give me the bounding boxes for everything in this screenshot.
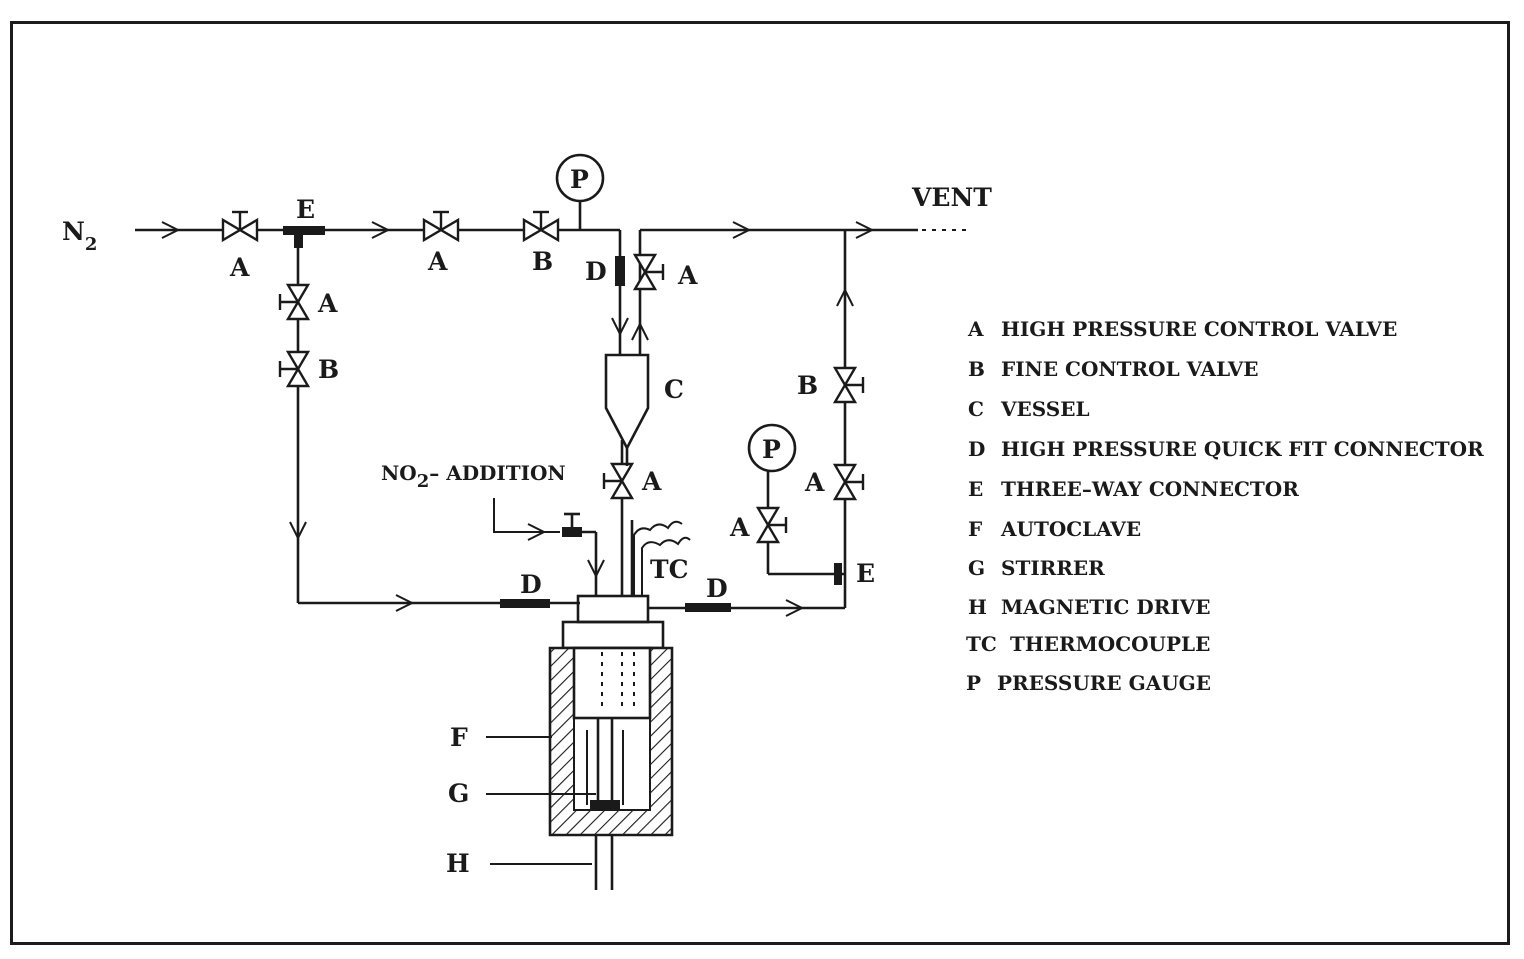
leader-lines <box>486 736 596 865</box>
label-c: C <box>664 375 684 404</box>
legend-code: TC <box>966 632 997 656</box>
flow-arrows <box>161 221 875 617</box>
magnetic-drive-h <box>594 835 614 890</box>
component-labels: N2 VENT A E A B D A A B C B A A A E TC D… <box>62 183 992 878</box>
legend-text: STIRRER <box>1001 556 1105 580</box>
connectors <box>283 226 842 612</box>
label-b: B <box>318 355 339 384</box>
label-a: A <box>729 513 750 542</box>
legend-code: F <box>968 517 982 541</box>
legend-text: MAGNETIC DRIVE <box>1001 595 1210 619</box>
label-a: A <box>804 468 825 497</box>
legend-text: HIGH PRESSURE QUICK FIT CONNECTOR <box>1001 437 1484 461</box>
autoclave-f <box>548 594 674 837</box>
pressure-gauge-right: P <box>747 423 797 473</box>
legend-text: THERMOCOUPLE <box>1010 632 1210 656</box>
legend-code: E <box>968 477 983 501</box>
label-a: A <box>641 467 662 496</box>
legend-code: H <box>968 595 987 619</box>
label-f: F <box>450 723 468 752</box>
label-b: B <box>532 247 553 276</box>
label-e: E <box>856 559 875 588</box>
legend-text: HIGH PRESSURE CONTROL VALVE <box>1001 317 1397 341</box>
label-e: E <box>296 195 315 224</box>
valves <box>221 210 865 544</box>
legend-code: P <box>966 671 981 695</box>
label-d: D <box>706 574 728 603</box>
legend-text: THREE–WAY CONNECTOR <box>1001 477 1299 501</box>
legend-code: B <box>968 357 985 381</box>
gauge-label-p: P <box>762 435 781 464</box>
label-d: D <box>520 570 542 599</box>
legend-text: FINE CONTROL VALVE <box>1001 357 1259 381</box>
thermocouple <box>633 520 691 597</box>
legend-code: C <box>968 397 984 421</box>
legend-code: D <box>968 437 985 461</box>
label-h: H <box>446 849 470 878</box>
label-g: G <box>448 779 469 808</box>
legend-code: G <box>968 556 985 580</box>
label-no2-addition: NO2– ADDITION <box>381 461 566 492</box>
label-a: A <box>229 253 250 282</box>
figure-frame <box>10 21 1510 945</box>
legend-code: A <box>967 317 984 341</box>
legend-text: VESSEL <box>1000 397 1090 421</box>
label-a: A <box>677 261 698 290</box>
label-vent: VENT <box>911 183 992 212</box>
gauge-label-p: P <box>570 165 589 194</box>
label-a: A <box>317 289 338 318</box>
label-a: A <box>427 247 448 276</box>
label-d: D <box>585 257 607 286</box>
label-tc: TC <box>650 555 689 584</box>
vessel-c <box>604 353 650 466</box>
label-n2: N2 <box>62 217 97 255</box>
label-b: B <box>797 371 818 400</box>
pressure-gauge-top: P <box>555 153 605 203</box>
legend-text: AUTOCLAVE <box>1000 517 1141 541</box>
legend: A HIGH PRESSURE CONTROL VALVE B FINE CON… <box>966 317 1484 695</box>
legend-text: PRESSURE GAUGE <box>997 671 1211 695</box>
